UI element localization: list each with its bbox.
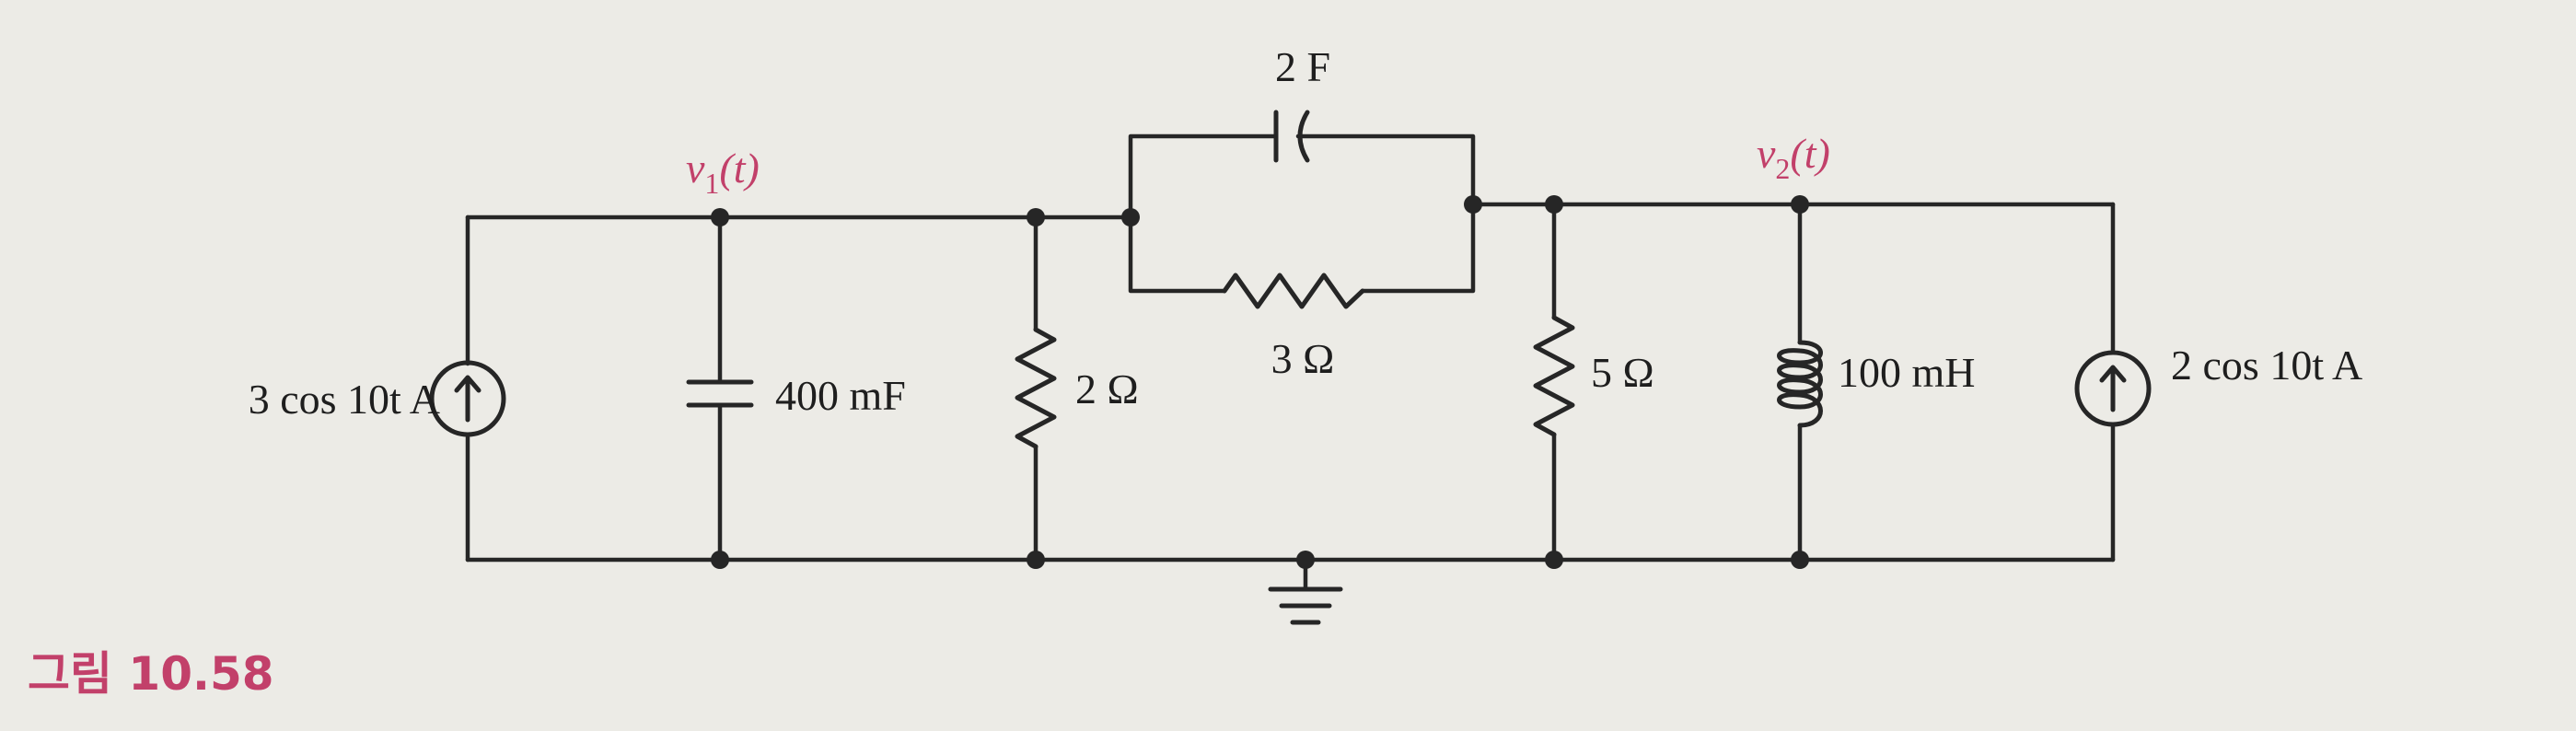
resistor-3ohm xyxy=(1222,273,1365,309)
capacitor-400mf-label: 400 mF xyxy=(775,372,906,419)
capacitor-plate-curved xyxy=(1297,110,1310,163)
ground-icon xyxy=(1268,586,1343,625)
junction-dot xyxy=(711,208,729,226)
capacitor-2f xyxy=(1273,110,1310,163)
junction-dot xyxy=(711,551,729,569)
resistor-2ohm-label: 2 Ω xyxy=(1075,366,1139,412)
arrow-up-icon xyxy=(454,375,482,423)
junction-dot xyxy=(1545,551,1563,569)
node-label-v1: v1(t) xyxy=(686,145,760,200)
junction-dot xyxy=(1121,208,1140,226)
wires xyxy=(465,133,2116,590)
current-source-circle xyxy=(429,360,506,437)
node-label-v2: v2(t) xyxy=(1757,130,1830,185)
inductor-100mh xyxy=(1777,340,1823,428)
junction-dot xyxy=(1464,195,1482,214)
current-source-circle xyxy=(2074,350,2152,427)
wire-parallel-block xyxy=(1128,133,1476,294)
resistor-5ohm xyxy=(1533,315,1575,437)
source-left-label: 3 cos 10t A xyxy=(249,376,440,423)
capacitor-2f-label: 2 F xyxy=(1275,43,1330,90)
source-right xyxy=(2074,350,2152,427)
inductor-100mh-label: 100 mH xyxy=(1838,349,1976,396)
capacitor-400mf xyxy=(686,379,754,408)
source-right-label: 2 cos 10t A xyxy=(2171,342,2362,389)
junction-dot xyxy=(1027,551,1045,569)
junction-dot xyxy=(1791,551,1809,569)
resistor-5ohm-label: 5 Ω xyxy=(1591,349,1654,396)
source-left xyxy=(429,360,506,437)
figure-caption: 그림 10.58 xyxy=(28,647,274,701)
junction-dot xyxy=(1296,551,1315,569)
junction-dot xyxy=(1027,208,1045,226)
resistor-2ohm xyxy=(1015,327,1057,449)
junction-dot xyxy=(1545,195,1563,214)
resistor-3ohm-label: 3 Ω xyxy=(1271,335,1335,382)
junctions xyxy=(711,195,1809,569)
junction-dot xyxy=(1791,195,1809,214)
arrow-up-icon xyxy=(2099,365,2127,412)
